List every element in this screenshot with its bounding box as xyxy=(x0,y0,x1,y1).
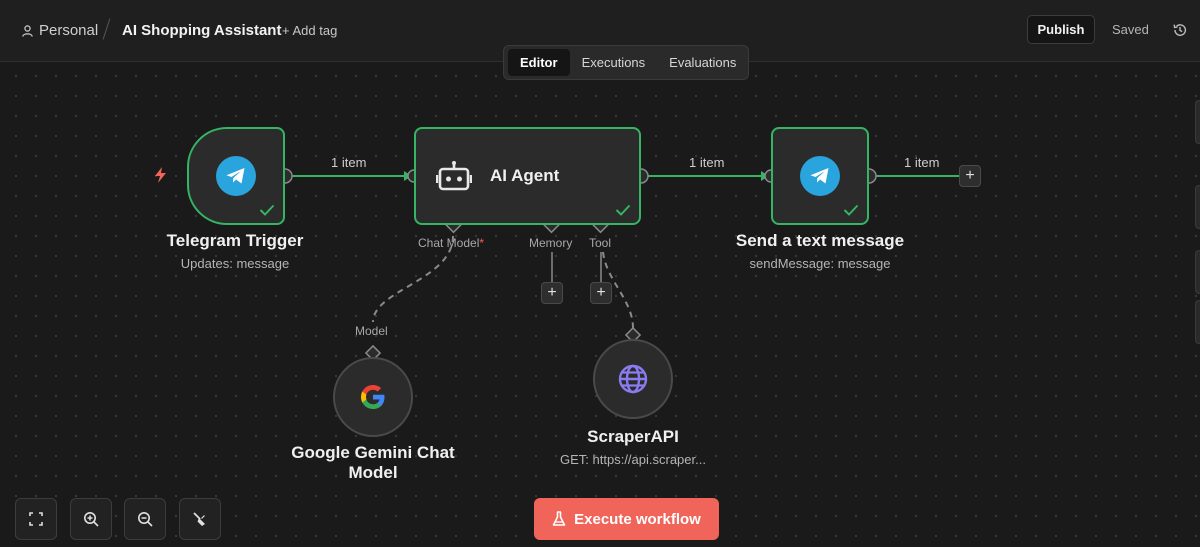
edge-chat-model-gemini xyxy=(372,235,454,323)
scraperapi-node[interactable] xyxy=(593,339,673,419)
scraperapi-subtitle: GET: https://api.scraper... xyxy=(560,452,706,467)
workspace-label: Personal xyxy=(39,22,99,39)
add-memory-button[interactable]: + xyxy=(541,282,563,304)
tidy-up-button[interactable] xyxy=(179,498,221,540)
tab-evaluations[interactable]: Evaluations xyxy=(669,55,737,70)
scraper-output-port xyxy=(624,326,642,344)
workflow-title[interactable]: AI Shopping Assistant xyxy=(122,22,282,39)
robot-icon xyxy=(436,161,472,191)
check-icon xyxy=(843,204,859,216)
tab-executions[interactable]: Executions xyxy=(581,55,646,70)
telegram-trigger-title: Telegram Trigger xyxy=(166,231,304,250)
chat-model-port-label: Chat Model* xyxy=(418,236,484,250)
google-gemini-title-line1: Google Gemini Chat xyxy=(291,443,455,462)
ai-agent-title: AI Agent xyxy=(490,166,560,185)
add-tool-button[interactable]: + xyxy=(590,282,612,304)
execute-workflow-label: Execute workflow xyxy=(574,510,701,528)
fit-view-icon xyxy=(29,512,43,526)
send-message-node[interactable] xyxy=(771,127,869,225)
edge-label-items: 1 item xyxy=(331,155,367,170)
google-gemini-title-line2: Model xyxy=(348,463,398,482)
send-message-title: Send a text message xyxy=(735,231,905,250)
required-mark: * xyxy=(479,236,485,250)
telegram-trigger-subtitle: Updates: message xyxy=(180,256,290,271)
side-panel-handle[interactable] xyxy=(1195,185,1200,229)
google-gemini-title: Google Gemini Chat Model xyxy=(283,443,463,483)
add-node-button[interactable]: + xyxy=(959,165,981,187)
google-icon xyxy=(361,385,385,409)
fit-view-button[interactable] xyxy=(15,498,57,540)
side-panel-handle[interactable] xyxy=(1195,300,1200,344)
telegram-icon xyxy=(216,156,256,196)
telegram-icon xyxy=(800,156,840,196)
telegram-trigger-node[interactable] xyxy=(187,127,285,225)
zoom-out-icon xyxy=(137,511,153,527)
edge-label-items: 1 item xyxy=(689,155,725,170)
edge-label-items: 1 item xyxy=(904,155,940,170)
user-icon xyxy=(22,24,33,37)
side-panel-handle[interactable] xyxy=(1195,100,1200,144)
send-message-subtitle: sendMessage: message xyxy=(749,256,891,271)
publish-button[interactable]: Publish xyxy=(1027,15,1095,44)
globe-icon xyxy=(618,364,648,394)
zoom-in-button[interactable] xyxy=(70,498,112,540)
breadcrumb-personal[interactable]: Personal xyxy=(22,22,98,39)
view-tabs: Editor Executions Evaluations xyxy=(503,45,749,80)
ai-agent-node[interactable]: AI Agent xyxy=(414,127,641,225)
check-icon xyxy=(615,204,631,216)
google-gemini-node[interactable] xyxy=(333,357,413,437)
broom-icon xyxy=(193,512,205,526)
add-tag-button[interactable]: + Add tag xyxy=(282,23,338,38)
scraperapi-title: ScraperAPI xyxy=(587,427,679,446)
tool-port-label: Tool xyxy=(589,236,612,250)
chat-model-label: Chat Model xyxy=(418,236,480,250)
gemini-output-port xyxy=(364,344,382,362)
saved-status: Saved xyxy=(1112,22,1149,37)
tab-editor[interactable]: Editor xyxy=(508,49,570,76)
history-icon[interactable] xyxy=(1172,22,1188,38)
zoom-out-button[interactable] xyxy=(124,498,166,540)
bolt-icon xyxy=(155,167,166,183)
flask-icon xyxy=(552,511,566,526)
memory-port-label: Memory xyxy=(529,236,573,250)
zoom-in-icon xyxy=(83,511,99,527)
check-icon xyxy=(259,204,275,216)
model-port-label: Model xyxy=(355,324,388,338)
side-panel-handle[interactable] xyxy=(1195,250,1200,294)
execute-workflow-button[interactable]: Execute workflow xyxy=(534,498,719,540)
